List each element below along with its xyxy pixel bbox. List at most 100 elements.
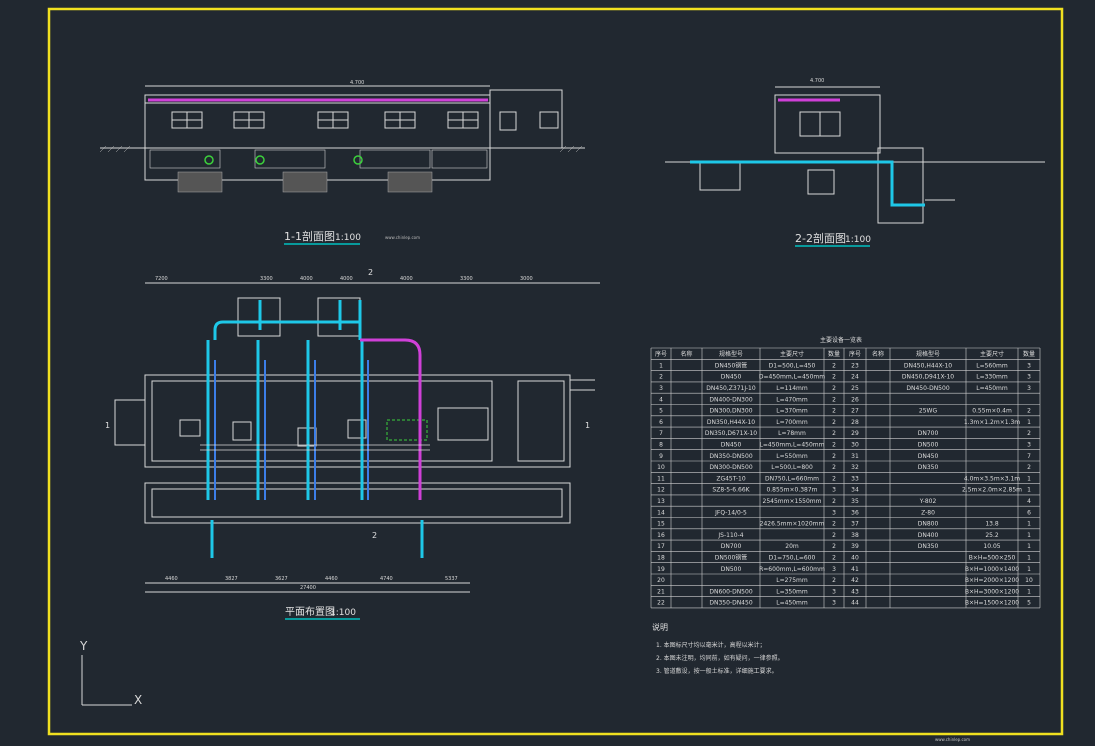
table-cell: Z-80: [921, 509, 935, 516]
table-cell: 6: [1027, 509, 1031, 516]
table-header-cell: 主要尺寸: [980, 350, 1004, 358]
table-cell: B×H=2000×1200: [965, 577, 1019, 584]
table-cell: L=350mm: [776, 588, 808, 595]
table-header-cell: 数量: [1023, 350, 1035, 358]
table-cell: 41: [851, 566, 859, 573]
table-cell: 2: [832, 442, 836, 449]
table-cell: L=450mm,L=450mm: [760, 442, 825, 449]
table-cell: 4: [659, 396, 663, 403]
table-cell: 3: [832, 487, 836, 494]
table-cell: 27: [851, 408, 859, 415]
table-cell: DN450,Z371J-10: [706, 385, 756, 392]
table-cell: 2: [832, 521, 836, 528]
table-cell: 7: [1027, 453, 1031, 460]
table-cell: 25: [851, 385, 859, 392]
table-cell: 2: [832, 577, 836, 584]
table-cell: 12: [657, 487, 665, 494]
table-cell: 2: [832, 374, 836, 381]
table-cell: 2545mm×1550mm: [763, 498, 822, 505]
table-cell: JS-110-4: [717, 532, 743, 539]
table-cell: 2: [832, 498, 836, 505]
table-cell: 5: [659, 408, 663, 415]
table-cell: D1=500,L=450: [769, 362, 816, 369]
top-dim-6: 3300: [460, 276, 473, 282]
table-cell: 2426.5mm×1020mm: [760, 521, 825, 528]
bottom-dim-1: 4460: [165, 576, 178, 582]
table-cell: 39: [851, 543, 859, 550]
table-header-cell: 数量: [828, 350, 840, 358]
watermark-1: www.chinlep.com: [385, 235, 420, 240]
table-cell: 2: [832, 430, 836, 437]
table-cell: 0.855m×0.387m: [766, 487, 817, 494]
table-cell: 4: [1027, 498, 1031, 505]
table-cell: 16: [657, 532, 665, 539]
table-cell: DN500: [918, 442, 939, 449]
table-cell: DN700: [918, 430, 939, 437]
table-cell: SZ8-5-6.66K: [712, 487, 750, 494]
table-cell: 32: [851, 464, 859, 471]
table-header-cell: 规格型号: [719, 350, 743, 358]
table-cell: 3: [832, 600, 836, 607]
table-cell: 2: [832, 453, 836, 460]
table-cell: 2: [832, 475, 836, 482]
top-dim-2: 3300: [260, 276, 273, 282]
table-cell: L=370mm: [776, 408, 808, 415]
bottom-dim-5: 4740: [380, 576, 393, 582]
table-cell: DN750,L=660mm: [765, 475, 819, 482]
section-2-scale: 1:100: [845, 235, 871, 245]
table-cell: 2: [1027, 464, 1031, 471]
table-cell: 20m: [785, 543, 799, 550]
section-marker-bottom: 2: [372, 531, 377, 540]
table-cell: 2: [1027, 430, 1031, 437]
table-cell: 38: [851, 532, 859, 539]
table-cell: D=450mm,L=450mm: [759, 374, 825, 381]
table-cell: 0.55m×0.4m: [972, 408, 1012, 415]
table-cell: 1: [1027, 555, 1031, 562]
notes-block: 说明 1. 本图标尺寸均以毫米计，高程以米计； 2. 本图未注明，均同前，如有疑…: [652, 622, 784, 675]
table-cell: 36: [851, 509, 859, 516]
section2-total-dim: 4.700: [810, 78, 824, 84]
table-header-cell: 规格型号: [916, 350, 940, 358]
table-cell: 14: [657, 509, 665, 516]
table-cell: 8: [659, 442, 663, 449]
table-cell: D1=750,L=600: [769, 555, 816, 562]
table-cell: DN300,DN300: [709, 408, 752, 415]
table-cell: 1: [1027, 487, 1031, 494]
plan-scale: 1:100: [330, 608, 356, 618]
table-cell: B×H=500×250: [969, 555, 1016, 562]
table-header-cell: 名称: [680, 350, 692, 358]
top-dim-1: 7200: [155, 276, 168, 282]
table-cell: 10: [657, 464, 665, 471]
table-cell: B×H=3000×1200: [965, 588, 1019, 595]
table-cell: 9: [659, 453, 663, 460]
section-marker-top: 2: [368, 268, 373, 277]
bottom-dim-2: 3827: [225, 576, 238, 582]
table-cell: DN350,D671X-10: [705, 430, 757, 437]
table-cell: 2: [832, 555, 836, 562]
table-cell: DN350: [918, 464, 939, 471]
table-cell: 25.2: [985, 532, 999, 539]
table-cell: 44: [851, 600, 859, 607]
table-cell: 37: [851, 521, 859, 528]
table-cell: 13: [657, 498, 665, 505]
table-cell: 10.05: [983, 543, 1000, 550]
table-cell: B×H=1500×1200: [965, 600, 1019, 607]
sheet-border: [47, 7, 1064, 736]
table-cell: 15: [657, 521, 665, 528]
table-cell: 20: [657, 577, 665, 584]
table-cell: 1: [1027, 521, 1031, 528]
table-cell: 25WG: [919, 408, 938, 415]
table-cell: ZG45T-10: [716, 475, 745, 482]
section-1-title: 1-1剖面图: [284, 229, 335, 243]
table-cell: L=330mm: [976, 374, 1008, 381]
table-cell: R=600mm,L=600mm: [759, 566, 825, 573]
note-2: 2. 本图未注明，均同前，如有疑问，一律参照。: [656, 654, 784, 662]
table-cell: 2: [832, 362, 836, 369]
table-cell: DN350-DN500: [709, 453, 752, 460]
bottom-dim-4: 4460: [325, 576, 338, 582]
table-cell: L=500,L=800: [771, 464, 813, 471]
table-cell: 24: [851, 374, 859, 381]
table-cell: L=450mm: [776, 600, 808, 607]
table-cell: 19: [657, 566, 665, 573]
